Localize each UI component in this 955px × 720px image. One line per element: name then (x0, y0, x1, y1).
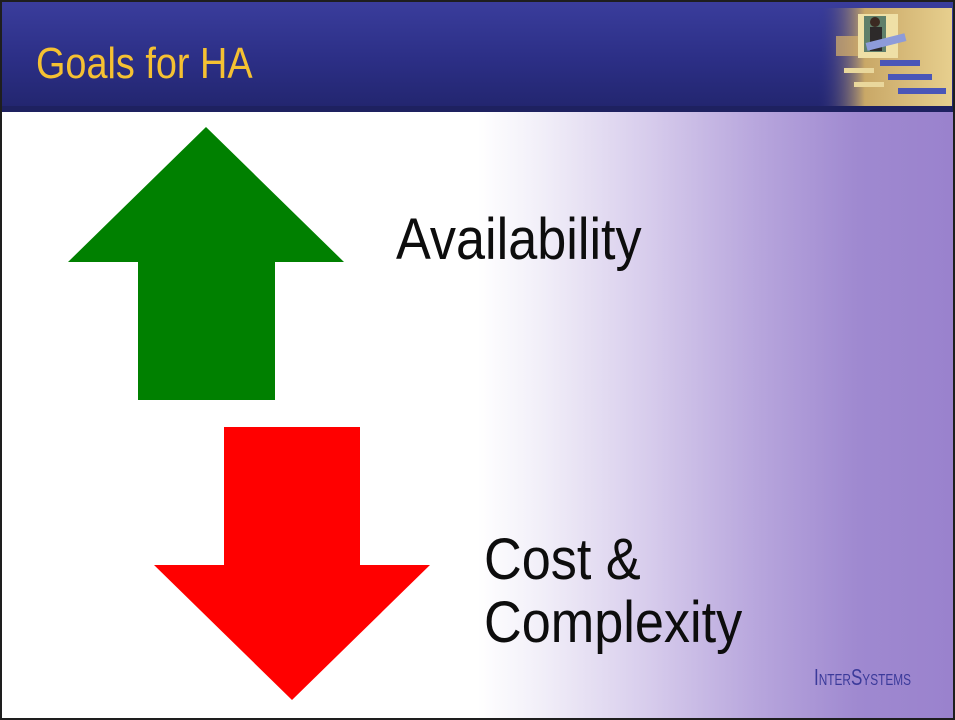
header-illustration-icon (818, 8, 952, 106)
slide-title: Goals for HA (36, 39, 253, 88)
availability-label: Availability (396, 207, 642, 272)
cost-label-line2: Complexity (484, 589, 743, 655)
arrow-up-icon (68, 127, 344, 400)
arrow-down-icon (154, 427, 430, 700)
cost-complexity-label: Cost & Complexity (484, 527, 743, 655)
intersystems-logo: InterSystems (814, 664, 911, 690)
cost-label-line1: Cost & (484, 527, 641, 592)
title-bar: Goals for HA (2, 2, 953, 112)
